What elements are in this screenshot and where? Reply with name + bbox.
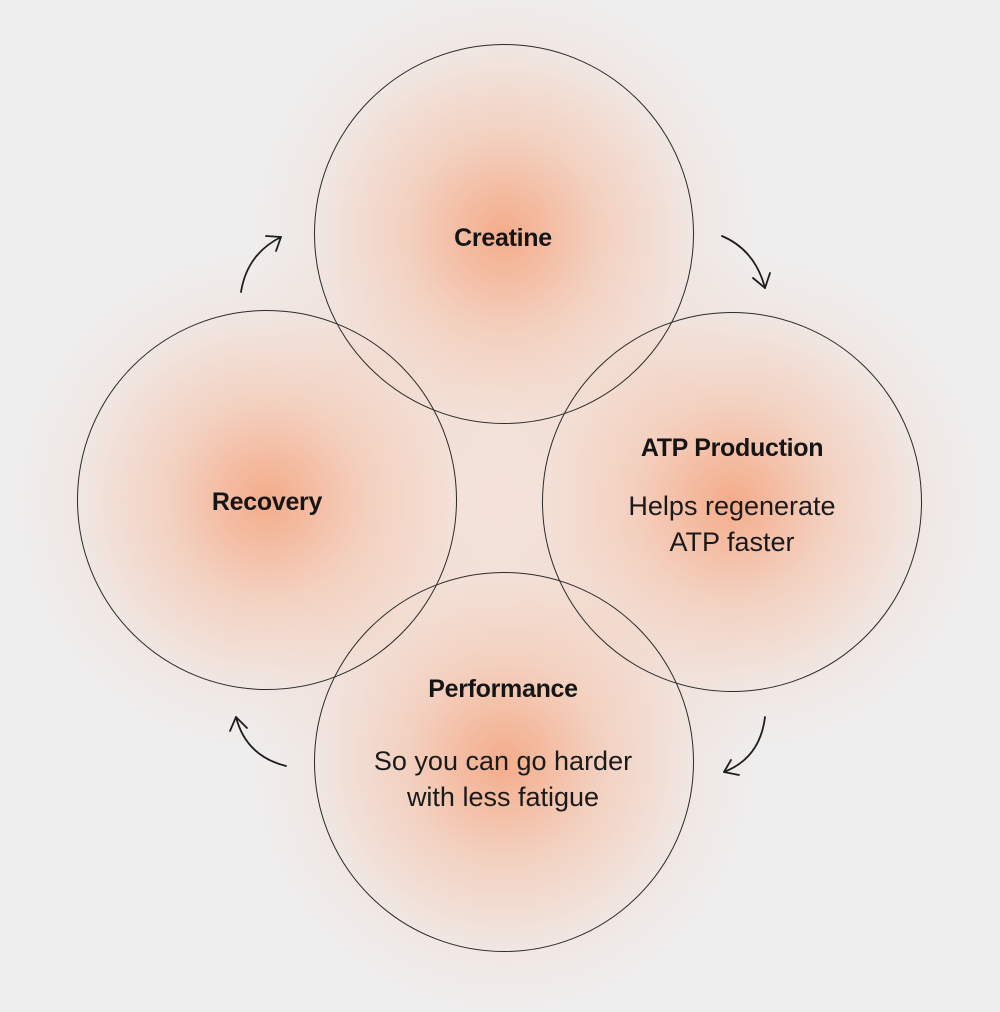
performance-node: Performance So you can go harder with le… [353,675,653,815]
arrow-atp-to-performance-icon [723,716,766,776]
creatine-title: Creatine [454,224,552,252]
recovery-title: Recovery [211,488,323,516]
performance-description: So you can go harder with less fatigue [373,746,633,812]
performance-title: Performance [428,675,578,703]
atp-production-title: ATP Production [640,434,824,462]
arrow-creatine-to-atp-icon [721,235,771,289]
creatine-node: Creatine [353,224,653,253]
atp-production-description: Helps regenerate ATP faster [628,491,836,557]
atp-production-node: ATP Production Helps regenerate ATP fast… [582,434,882,560]
arrow-recovery-to-creatine-icon [240,235,282,293]
arrow-performance-to-recovery-icon [229,716,287,767]
recovery-node: Recovery [117,488,417,517]
